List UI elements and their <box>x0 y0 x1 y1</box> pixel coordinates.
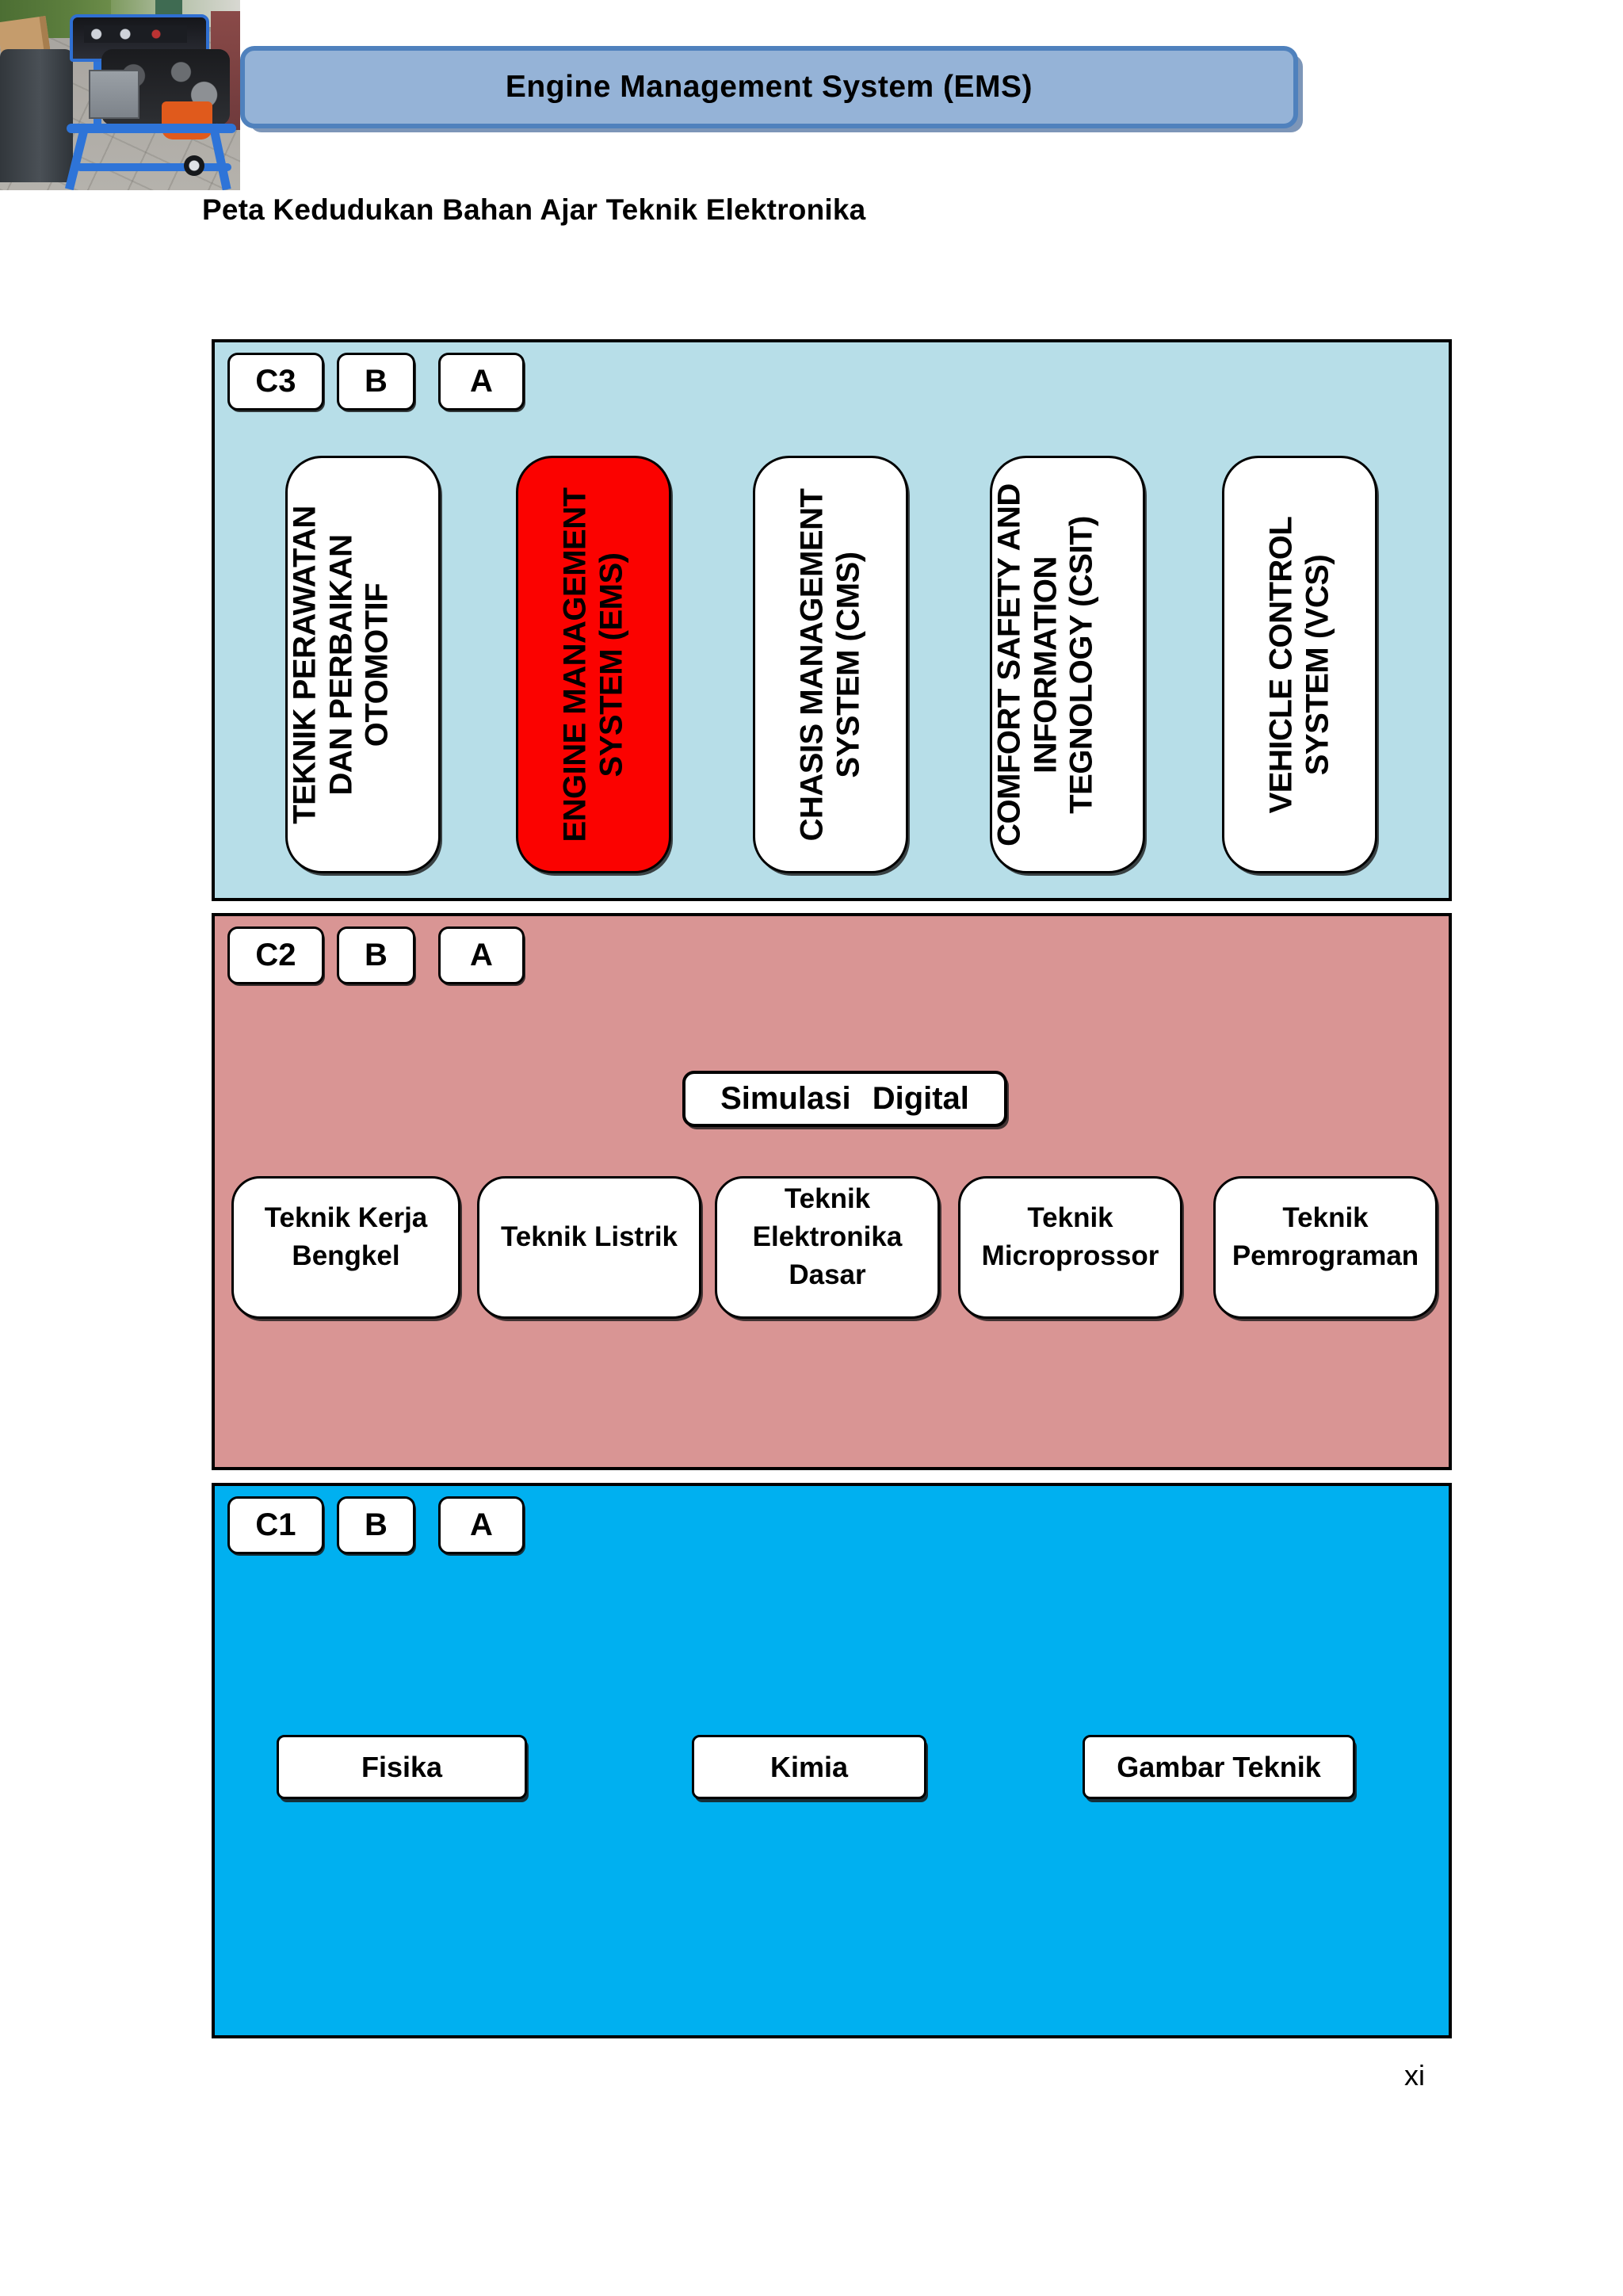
course-box-label: COMFORT SAFETY AND INFORMATION TEGNOLOGY… <box>991 483 1099 846</box>
photo-trash-bin <box>0 49 73 182</box>
course-box-fisika: Fisika <box>277 1735 527 1799</box>
tab-c2: C2 <box>227 926 324 984</box>
course-box-gambar-teknik: Gambar Teknik <box>1083 1735 1355 1799</box>
tab-c3: C3 <box>227 353 324 411</box>
course-box-label: TEKNIK PERAWATAN DAN PERBAIKAN OTOMOTIF <box>287 505 395 824</box>
page-title: Peta Kedudukan Bahan Ajar Teknik Elektro… <box>202 193 866 226</box>
photo-orange-pan <box>162 101 212 139</box>
tab-a: A <box>438 926 525 984</box>
photo-frame-bar <box>76 163 231 171</box>
tab-a: A <box>438 353 525 411</box>
course-box-csit: COMFORT SAFETY AND INFORMATION TEGNOLOGY… <box>990 456 1145 873</box>
photo-wheel <box>184 155 204 176</box>
tab-a: A <box>438 1496 525 1554</box>
course-box-vcs: VEHICLE CONTROL SYSTEM (VCS) <box>1222 456 1377 873</box>
course-box-teknik-listrik: Teknik Listrik <box>477 1176 701 1319</box>
course-box-label: CHASIS MANAGEMENT SYSTEM (CMS) <box>794 488 865 841</box>
page-number: xi <box>1404 2059 1425 2092</box>
course-box-teknik-microprossor: Teknik Microprossor <box>958 1176 1182 1319</box>
course-box-teknik-perawatan: TEKNIK PERAWATAN DAN PERBAIKAN OTOMOTIF <box>285 456 441 873</box>
engine-trainer-photo <box>0 0 240 190</box>
section-c2-panel: C2 B A Simulasi Digital Teknik Kerja Ben… <box>212 913 1452 1470</box>
section-c3-panel: C3 B A TEKNIK PERAWATAN DAN PERBAIKAN OT… <box>212 339 1452 901</box>
photo-ecu-box <box>89 70 139 119</box>
course-box-simulasi-digital: Simulasi Digital <box>682 1071 1007 1127</box>
tab-c1: C1 <box>227 1496 324 1554</box>
photo-frame-top <box>67 124 236 133</box>
tab-b: B <box>337 353 415 411</box>
course-box-ems-highlighted: ENGINE MANAGEMENT SYSTEM (EMS) <box>516 456 671 873</box>
tab-b: B <box>337 1496 415 1554</box>
section-c1-panel: C1 B A Fisika Kimia Gambar Teknik <box>212 1483 1452 2038</box>
header-banner: Engine Management System (EMS) <box>240 46 1298 128</box>
course-box-teknik-kerja-bengkel: Teknik Kerja Bengkel <box>231 1176 460 1319</box>
photo-gauges <box>84 25 187 43</box>
tab-b: B <box>337 926 415 984</box>
course-box-label: VEHICLE CONTROL SYSTEM (VCS) <box>1263 516 1335 813</box>
course-box-cms: CHASIS MANAGEMENT SYSTEM (CMS) <box>753 456 908 873</box>
course-box-teknik-elektronika-dasar: Teknik Elektronika Dasar <box>715 1176 940 1319</box>
header-banner-title: Engine Management System (EMS) <box>505 70 1033 104</box>
course-box-kimia: Kimia <box>692 1735 926 1799</box>
course-box-teknik-pemrograman: Teknik Pemrograman <box>1213 1176 1438 1319</box>
course-box-label: ENGINE MANAGEMENT SYSTEM (EMS) <box>557 487 628 842</box>
